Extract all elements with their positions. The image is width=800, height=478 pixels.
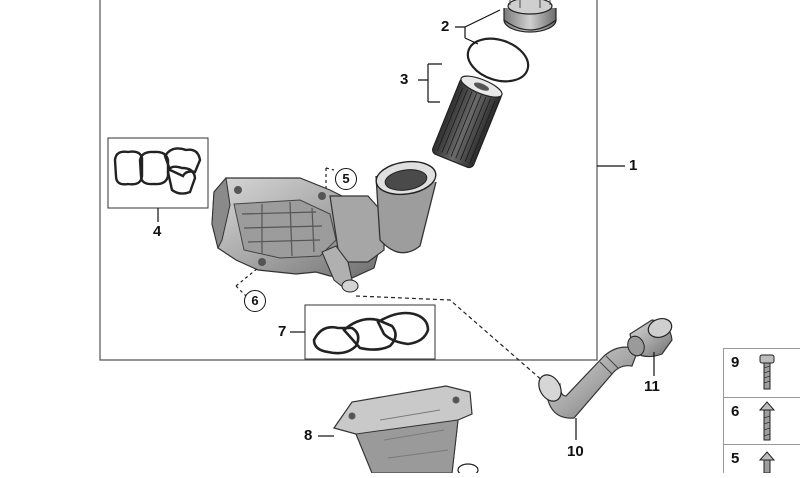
callout-3: 3	[400, 71, 409, 88]
gasket-set-7	[312, 311, 430, 355]
elbow-pipe	[538, 346, 639, 419]
legend-row: 6	[723, 397, 800, 445]
callout-4: 4	[153, 223, 162, 240]
leader-line-2	[455, 9, 501, 45]
legend-row: 5	[723, 444, 800, 473]
leader-line-5	[325, 167, 335, 188]
callout-2: 2	[441, 18, 450, 35]
legend-label: 5	[731, 450, 740, 467]
callout-11: 11	[644, 378, 660, 395]
legend-label: 6	[731, 403, 740, 420]
callout-5: 5	[335, 168, 357, 190]
callout-6: 6	[244, 290, 266, 312]
callout-8: 8	[304, 427, 313, 444]
legend-row: 9	[723, 348, 800, 398]
callout-10: 10	[567, 443, 584, 460]
screw-icon	[759, 354, 775, 390]
o-ring	[466, 37, 530, 83]
leader-line-6	[235, 267, 259, 297]
assembly-frame	[99, 0, 598, 361]
plate-8	[333, 385, 479, 477]
legend-label: 9	[731, 354, 740, 371]
bolt-icon	[758, 401, 776, 441]
leader-line-3	[418, 63, 442, 103]
filter-element	[432, 75, 503, 169]
oil-filter-cap	[503, 0, 557, 33]
callout-1: 1	[629, 157, 638, 174]
oil-filter-housing	[211, 160, 437, 293]
gasket-set-4	[113, 147, 202, 195]
connection-line	[355, 295, 545, 383]
coupling-11	[627, 317, 673, 358]
callout-7: 7	[278, 323, 287, 340]
